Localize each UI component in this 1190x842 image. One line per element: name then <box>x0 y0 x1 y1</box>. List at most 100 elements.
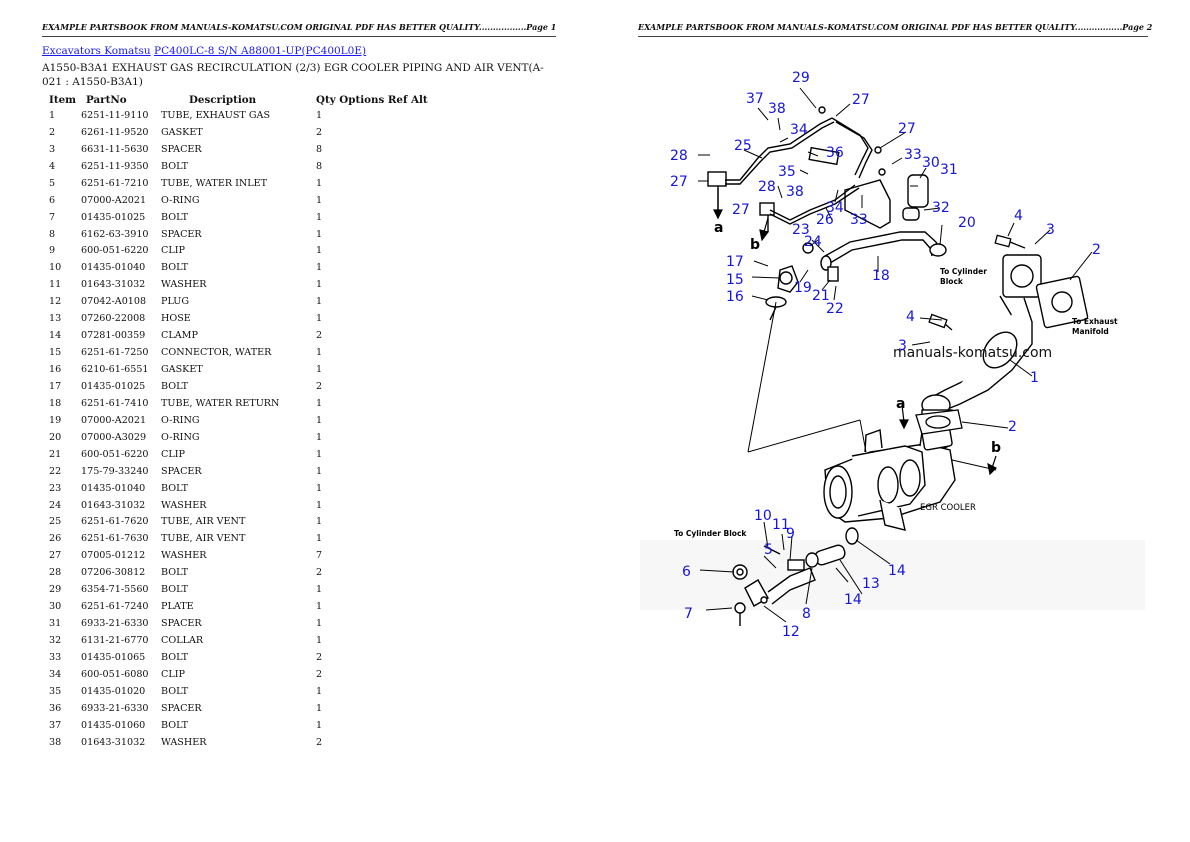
water-return-tube <box>802 231 947 282</box>
cell-qty: 1 <box>316 194 323 206</box>
callout-34: 34 <box>790 122 808 138</box>
cell-qty: 1 <box>316 397 323 409</box>
parts-table: Item PartNo Description Qty Options Ref … <box>44 92 436 751</box>
cell-qty: 2 <box>316 330 323 342</box>
callout-3: 3 <box>898 338 907 354</box>
cell-description: WASHER <box>161 279 207 291</box>
callout-33: 33 <box>904 147 922 163</box>
cell-qty: 2 <box>316 651 323 663</box>
callout-numbers: 29 27 37 38 34 27 25 36 33 30 31 28 27 3… <box>670 70 1101 640</box>
cell-qty: 1 <box>316 347 323 359</box>
callout-5: 5 <box>764 542 773 558</box>
cell-qty: 8 <box>316 160 323 172</box>
callout-3: 3 <box>1046 222 1055 238</box>
note-to-cylinder-2: Block <box>940 277 964 286</box>
cell-qty: 1 <box>316 364 323 376</box>
page-title: A1550-B3A1 EXHAUST GAS RECIRCULATION (2/… <box>42 62 544 88</box>
cell-qty: 1 <box>316 719 323 731</box>
cell-item: 35 <box>49 685 62 697</box>
cell-qty: 1 <box>316 109 323 121</box>
cell-qty: 1 <box>316 618 323 630</box>
cell-qty: 1 <box>316 448 323 460</box>
note-to-cylinder-block: To Cylinder Block <box>674 529 747 538</box>
cell-description: O-RING <box>161 431 200 443</box>
cell-partno: 01435-01025 <box>81 211 146 223</box>
cell-description: HOSE <box>161 313 191 325</box>
cell-description: SPACER <box>161 702 202 714</box>
cell-partno: 600-051-6220 <box>81 245 149 257</box>
cell-item: 32 <box>49 635 62 647</box>
cell-description: BOLT <box>161 262 189 274</box>
cell-qty: 1 <box>316 177 323 189</box>
cell-description: BOLT <box>161 211 189 223</box>
callout-26: 26 <box>816 212 834 228</box>
cell-qty: 1 <box>316 228 323 240</box>
cell-description: CLIP <box>161 668 185 680</box>
cell-item: 12 <box>49 296 62 308</box>
cell-partno: 07000-A3029 <box>81 431 147 443</box>
breadcrumb-link-model[interactable]: PC400LC-8 S/N A88001-UP(PC400L0E) <box>154 45 367 57</box>
cell-description: TUBE, EXHAUST GAS <box>161 109 271 121</box>
callout-15: 15 <box>726 272 744 288</box>
cell-item: 5 <box>49 177 56 189</box>
callout-27: 27 <box>670 174 688 190</box>
cell-description: O-RING <box>161 414 200 426</box>
callout-1: 1 <box>1030 370 1039 386</box>
cell-description: SPACER <box>161 465 202 477</box>
callout-27: 27 <box>852 92 870 108</box>
callout-27: 27 <box>732 202 750 218</box>
watermark: manuals-komatsu.com <box>893 345 1052 361</box>
diagram-svg: To Cylinder Block To Exhaust Manifold To… <box>640 70 1145 640</box>
cell-partno: 6251-61-7250 <box>81 347 149 359</box>
callout-18: 18 <box>872 268 890 284</box>
cell-partno: 6933-21-6330 <box>81 702 149 714</box>
cell-item: 26 <box>49 533 62 545</box>
ref-b-upper: b <box>750 237 760 253</box>
cell-qty: 1 <box>316 584 323 596</box>
cell-partno: 6251-11-9110 <box>81 109 149 121</box>
callout-14: 14 <box>888 563 906 579</box>
cell-description: TUBE, WATER RETURN <box>161 397 280 409</box>
breadcrumb-link-category[interactable]: Excavators Komatsu <box>42 45 151 57</box>
ref-a-lower: a <box>896 396 905 412</box>
cell-item: 16 <box>49 364 62 376</box>
cell-item: 1 <box>49 109 56 121</box>
cell-item: 3 <box>49 143 56 155</box>
cell-description: SPACER <box>161 228 202 240</box>
flow-arrows <box>713 188 998 476</box>
cell-qty: 1 <box>316 245 323 257</box>
ref-a-upper: a <box>714 220 723 236</box>
cell-partno: 07206-30812 <box>81 567 146 579</box>
cell-partno: 07000-A2021 <box>81 414 147 426</box>
callout-29: 29 <box>792 70 810 86</box>
cell-qty: 1 <box>316 211 323 223</box>
callout-28: 28 <box>758 179 776 195</box>
cell-description: WASHER <box>161 499 207 511</box>
parts-diagram: To Cylinder Block To Exhaust Manifold To… <box>640 60 1160 654</box>
cell-partno: 600-051-6220 <box>81 448 149 460</box>
cell-description: GASKET <box>161 364 203 376</box>
parts-table-header: Item PartNo Description Qty Options Ref … <box>44 92 436 107</box>
cell-item: 25 <box>49 516 62 528</box>
cell-description: BOLT <box>161 380 189 392</box>
cell-qty: 2 <box>316 736 323 748</box>
cell-partno: 01435-01065 <box>81 651 146 663</box>
cell-partno: 01435-01040 <box>81 482 146 494</box>
callout-37: 37 <box>746 91 764 107</box>
cell-item: 11 <box>49 279 62 291</box>
cell-partno: 6162-63-3910 <box>81 228 149 240</box>
